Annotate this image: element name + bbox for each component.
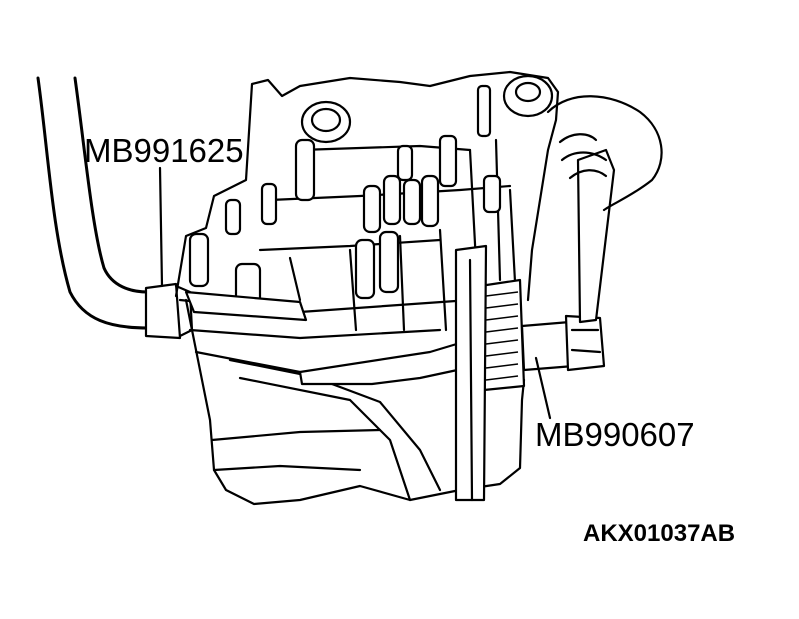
tool-label-lower-right: MB990607 (535, 416, 695, 453)
transmission-case (174, 70, 560, 506)
tool-label-upper-left: MB991625 (84, 132, 244, 169)
socket-wrench (520, 148, 616, 372)
leader-line-lower (534, 356, 552, 420)
gear-assembly (454, 244, 526, 502)
leader-line-upper (158, 166, 164, 288)
figure-code: AKX01037AB (583, 520, 736, 547)
special-tool-handle (36, 76, 194, 340)
technician-hand (546, 95, 663, 212)
case-bosses (188, 84, 502, 306)
